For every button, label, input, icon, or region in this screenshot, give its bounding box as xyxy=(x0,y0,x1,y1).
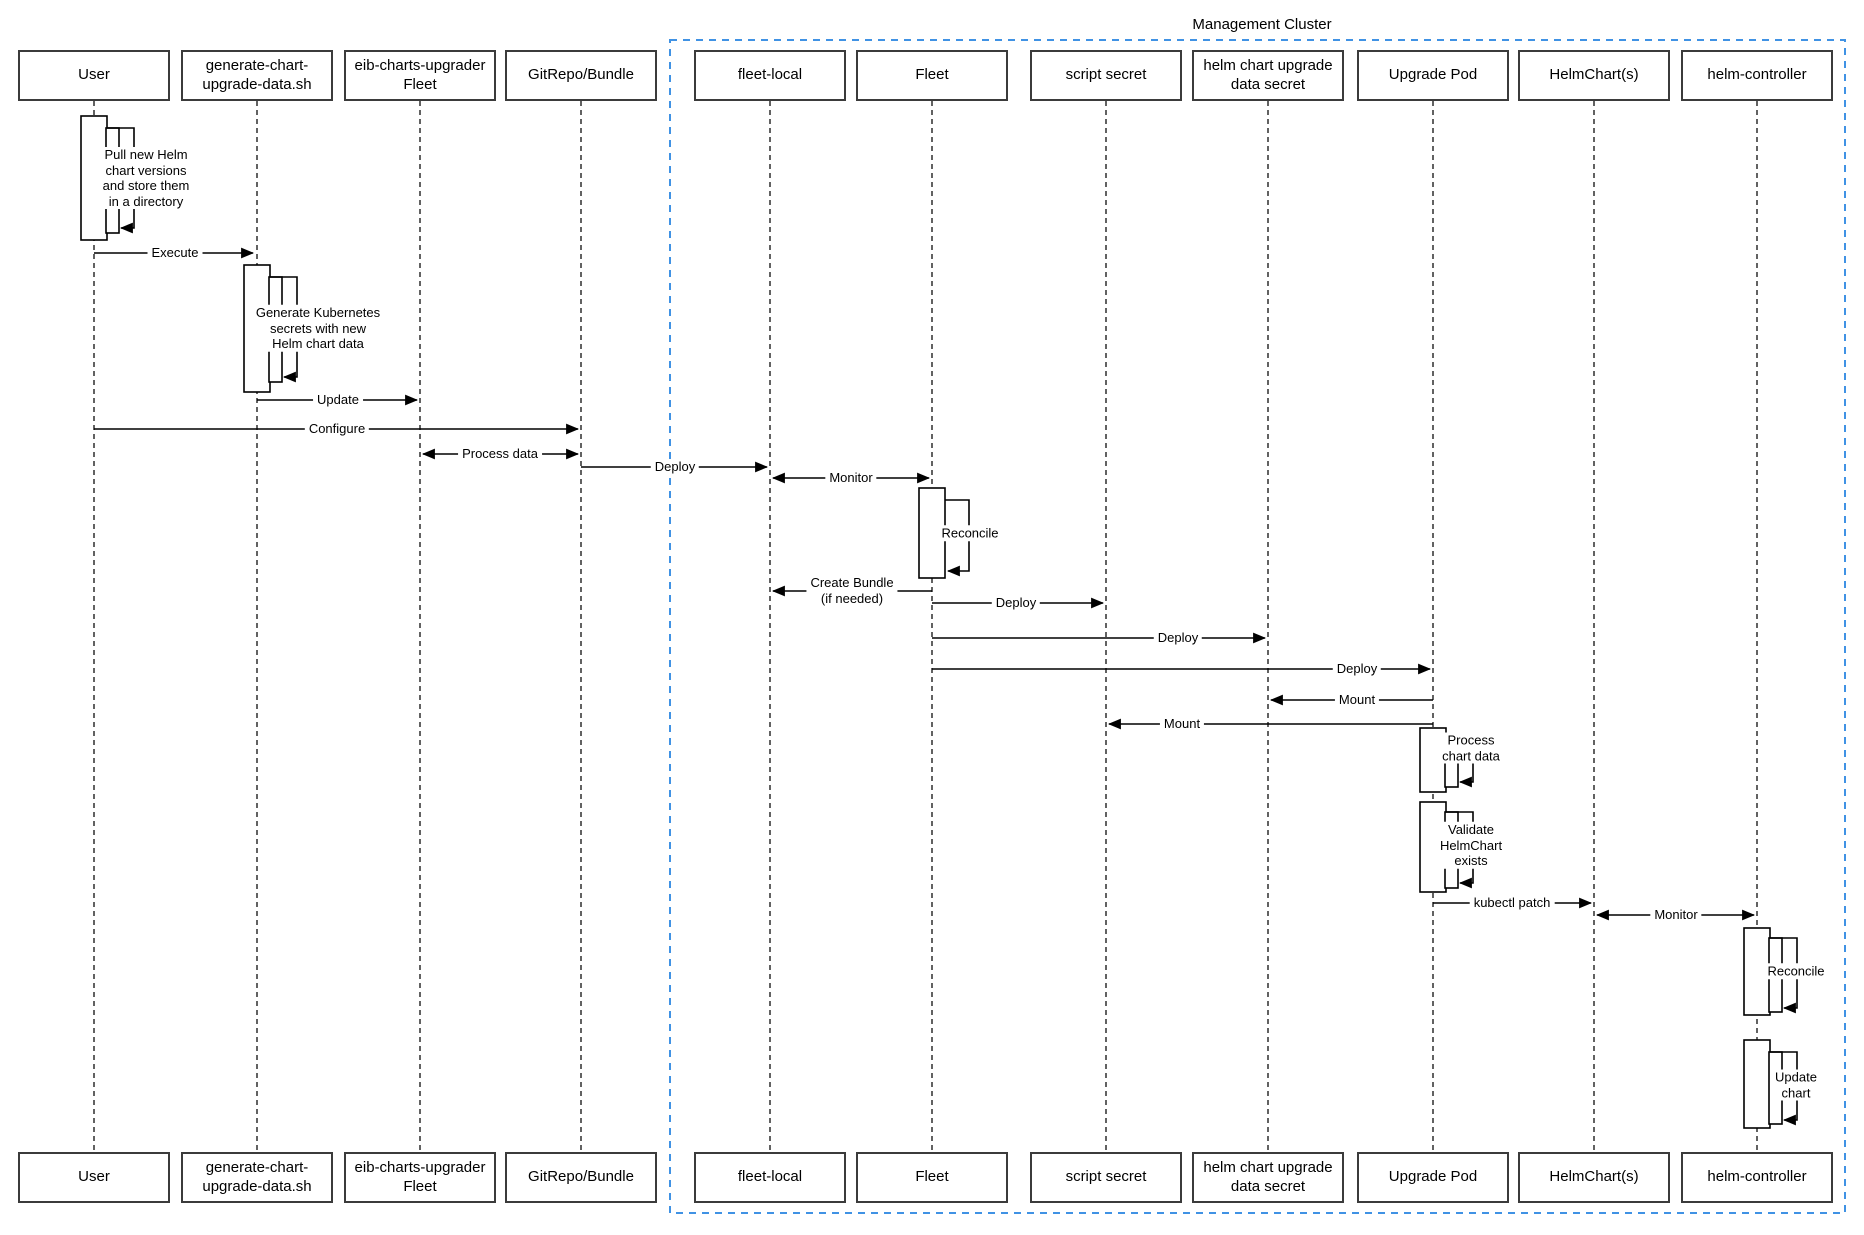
message-update-label: Update xyxy=(313,392,363,408)
management-cluster-frame xyxy=(669,39,1846,1214)
message-deploy-data-secret-label: Deploy xyxy=(1153,630,1203,646)
participant-helm-controller-bottom: helm-controller xyxy=(1681,1152,1833,1203)
participant-fleet-local-top: fleet-local xyxy=(694,50,846,101)
note-reconcile-fleet: Reconcile xyxy=(939,525,1001,541)
message-deploy-upgrade-pod-label: Deploy xyxy=(1332,661,1382,677)
participant-fleet-local-bottom: fleet-local xyxy=(694,1152,846,1203)
participant-fleet-bottom: Fleet xyxy=(856,1152,1008,1203)
note-pull-helm: Pull new Helm chart versions and store t… xyxy=(100,147,192,209)
note-validate-helmchart: Validate HelmChart exists xyxy=(1437,821,1505,869)
message-deploy-script-secret-label: Deploy xyxy=(991,595,1041,611)
participant-upgrade-pod-bottom: Upgrade Pod xyxy=(1357,1152,1509,1203)
message-process-data-label: Process data xyxy=(458,446,542,462)
message-kubectl-patch-label: kubectl patch xyxy=(1469,895,1555,911)
note-update-chart: Update chart xyxy=(1773,1069,1819,1101)
participant-helm-controller-top: helm-controller xyxy=(1681,50,1833,101)
message-create-bundle-label: Create Bundle (if needed) xyxy=(806,575,898,607)
activations xyxy=(80,115,1798,1129)
participant-data-secret-bottom: helm chart upgrade data secret xyxy=(1192,1152,1344,1203)
participant-generate-script-top: generate-chart- upgrade-data.sh xyxy=(181,50,333,101)
participant-user-bottom: User xyxy=(18,1152,170,1203)
message-mount-data-secret-label: Mount xyxy=(1334,692,1380,708)
participant-gitrepo-bottom: GitRepo/Bundle xyxy=(505,1152,657,1203)
participant-helmchart-top: HelmChart(s) xyxy=(1518,50,1670,101)
activation-helm-controller-update xyxy=(1743,1039,1771,1129)
message-deploy-fleet-local-label: Deploy xyxy=(650,459,700,475)
message-mount-script-secret-label: Mount xyxy=(1159,716,1205,732)
messages xyxy=(94,247,1756,921)
participant-generate-script-bottom: generate-chart- upgrade-data.sh xyxy=(181,1152,333,1203)
management-cluster-title: Management Cluster xyxy=(1192,16,1332,33)
participant-script-secret-top: script secret xyxy=(1030,50,1182,101)
participant-script-secret-bottom: script secret xyxy=(1030,1152,1182,1203)
participant-upgrade-pod-top: Upgrade Pod xyxy=(1357,50,1509,101)
note-process-chart-data: Process chart data xyxy=(1440,732,1502,764)
participant-helmchart-bottom: HelmChart(s) xyxy=(1518,1152,1670,1203)
message-monitor-fleet-label: Monitor xyxy=(825,470,877,486)
lifelines xyxy=(93,101,1758,1152)
participant-fleet-top: Fleet xyxy=(856,50,1008,101)
message-configure-label: Configure xyxy=(304,421,370,437)
participant-data-secret-top: helm chart upgrade data secret xyxy=(1192,50,1344,101)
note-generate-secrets: Generate Kubernetes secrets with new Hel… xyxy=(253,304,383,352)
message-execute-label: Execute xyxy=(147,245,203,261)
message-monitor-helmchart-label: Monitor xyxy=(1650,907,1702,923)
participant-gitrepo-top: GitRepo/Bundle xyxy=(505,50,657,101)
participant-eib-fleet-bottom: eib-charts-upgrader Fleet xyxy=(344,1152,496,1203)
participant-user-top: User xyxy=(18,50,170,101)
note-reconcile-controller: Reconcile xyxy=(1765,963,1827,979)
participant-eib-fleet-top: eib-charts-upgrader Fleet xyxy=(344,50,496,101)
